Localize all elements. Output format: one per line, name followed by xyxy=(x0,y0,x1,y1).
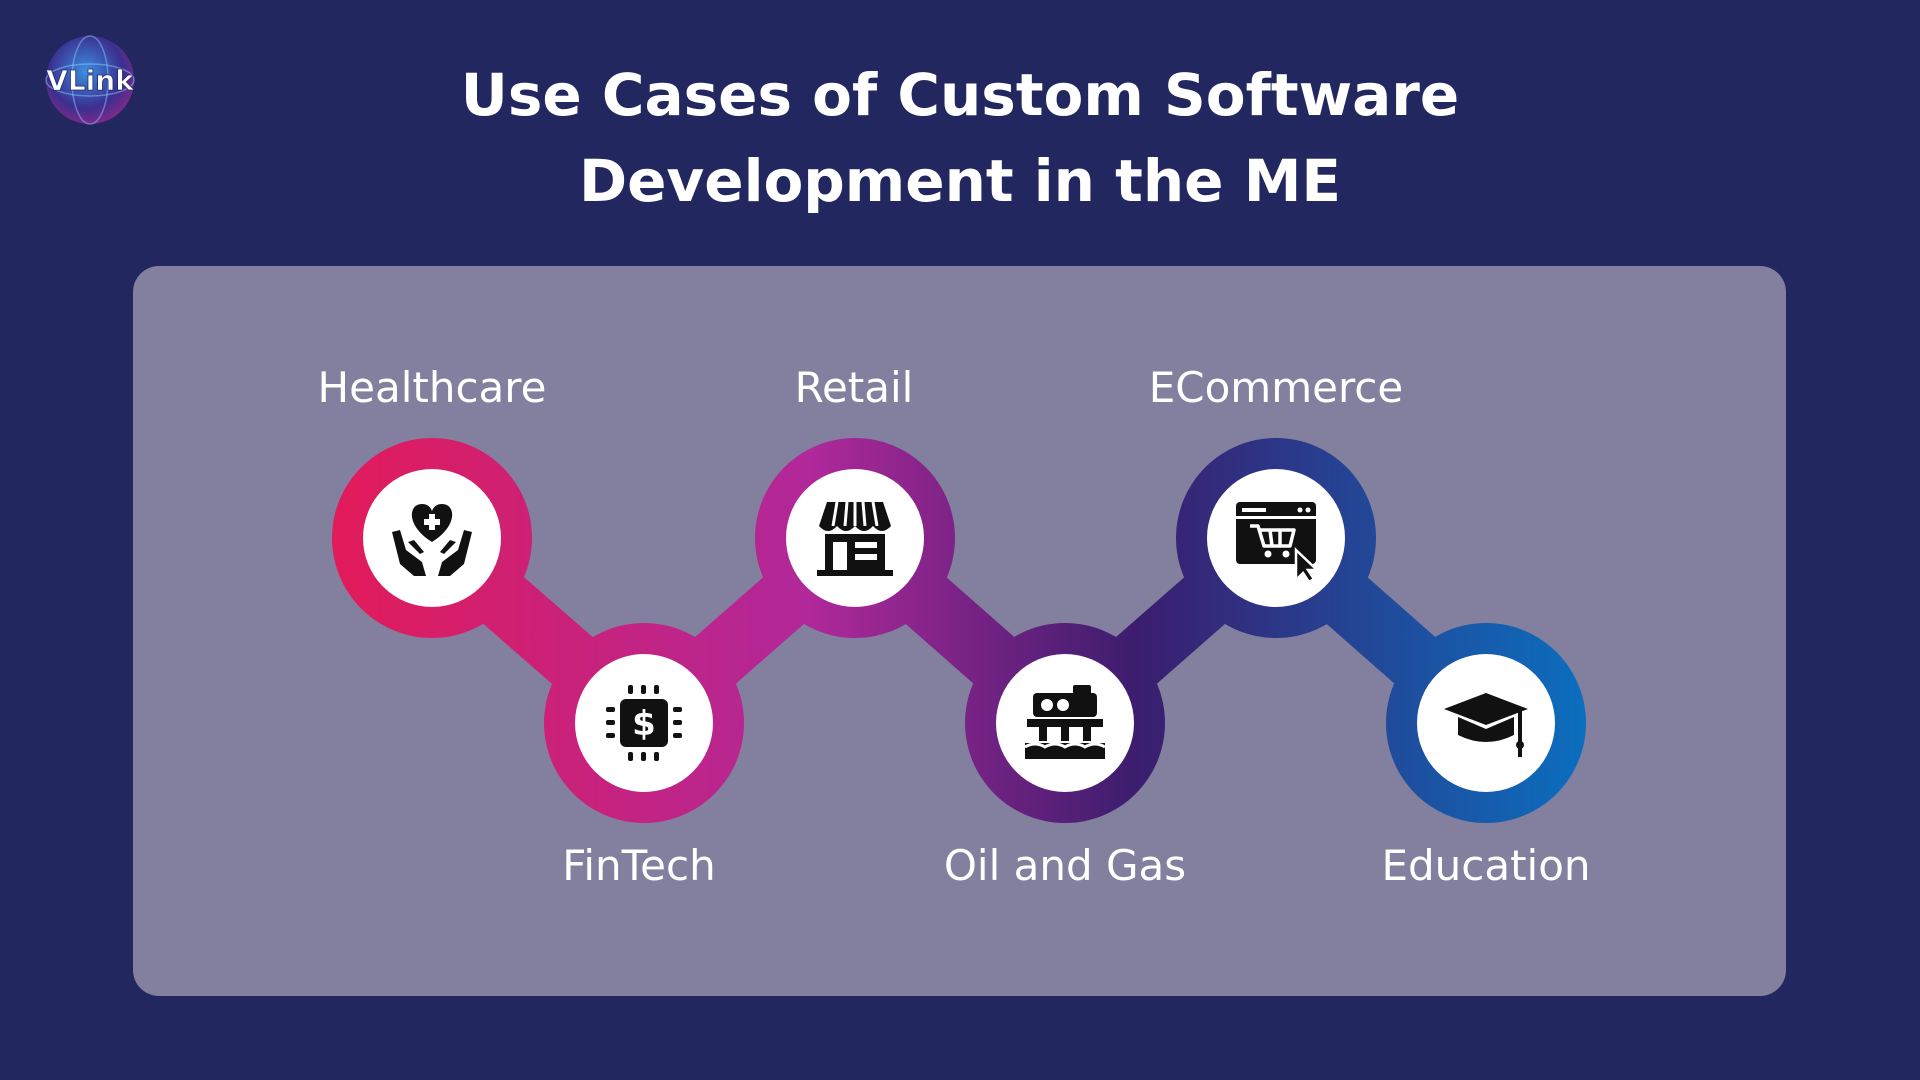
hands-heart-icon xyxy=(392,504,472,576)
education-node xyxy=(1417,654,1555,792)
shopping-cart-browser-icon xyxy=(1236,502,1321,584)
title-line-2: Development in the ME xyxy=(578,147,1342,215)
ecommerce-label: ECommerce xyxy=(1148,363,1404,412)
vlink-logo: VLink xyxy=(30,34,150,128)
oil-rig-icon xyxy=(1024,685,1106,759)
globe-icon: VLink xyxy=(45,35,136,125)
graduation-cap-icon xyxy=(1444,693,1528,757)
dollar-chip-icon: $ xyxy=(606,685,682,761)
svg-text:$: $ xyxy=(632,704,656,744)
oil-gas-label: Oil and Gas xyxy=(943,841,1187,890)
page-title: Use Cases of Custom Software Development… xyxy=(0,52,1920,224)
healthcare-label: Healthcare xyxy=(317,363,547,412)
storefront-icon xyxy=(817,501,893,576)
retail-label: Retail xyxy=(794,363,914,412)
ecommerce-node xyxy=(1207,469,1345,607)
education-label: Education xyxy=(1381,841,1591,890)
title-line-1: Use Cases of Custom Software xyxy=(460,61,1460,129)
fintech-node: $ xyxy=(575,654,713,792)
oil-gas-node xyxy=(996,654,1134,792)
healthcare-node xyxy=(363,469,501,607)
logo-text: VLink xyxy=(46,64,135,97)
retail-node xyxy=(786,469,924,607)
fintech-label: FinTech xyxy=(562,841,716,890)
